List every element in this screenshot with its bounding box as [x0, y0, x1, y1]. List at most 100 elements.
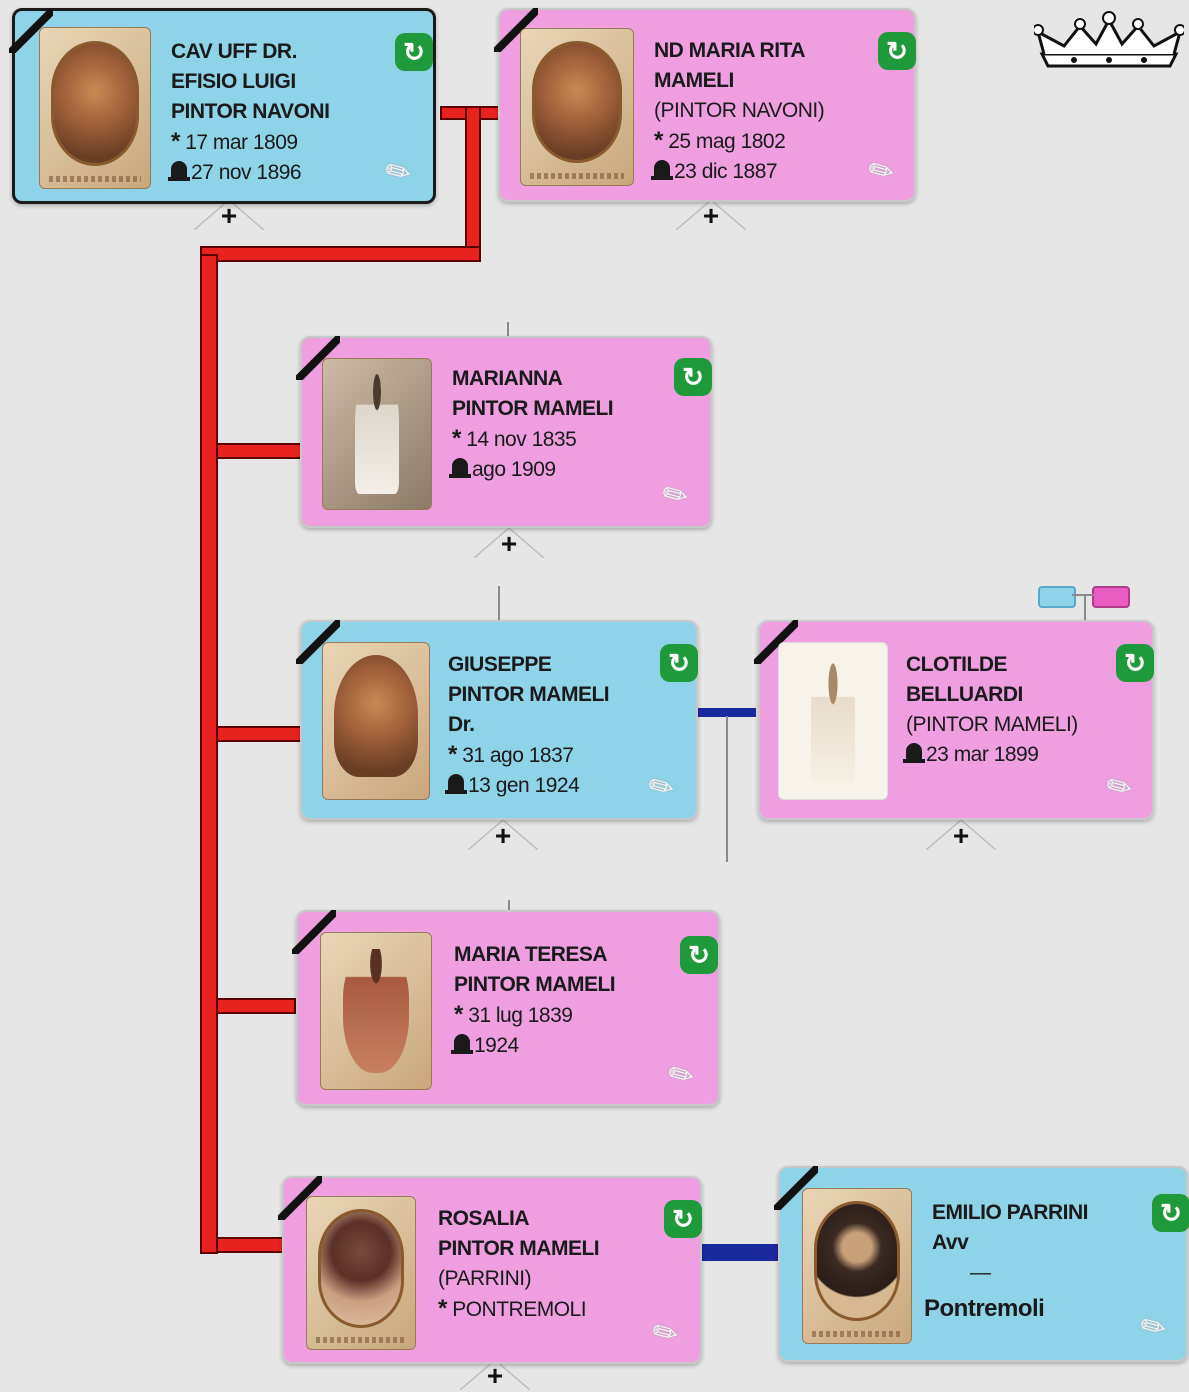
person-card-marianna[interactable]: MARIANNA PINTOR MAMELI * 14 nov 1835 ago… [300, 336, 712, 528]
person-card-maria-rita[interactable]: ND MARIA RITA MAMELI (PINTOR NAVONI) * 2… [498, 8, 916, 202]
descent-branch-rosalia [216, 1237, 284, 1253]
person-photo [778, 642, 888, 800]
pencil-icon[interactable]: ✎ [379, 151, 418, 194]
refresh-icon[interactable]: ↻ [878, 32, 916, 70]
person-title: Dr. [448, 713, 475, 736]
refresh-icon[interactable]: ↻ [674, 358, 712, 396]
descent-line-horizontal-mid [200, 246, 481, 262]
born-icon: * [452, 425, 461, 452]
tick-line [508, 900, 510, 910]
tombstone-icon [168, 161, 190, 181]
person-photo [802, 1188, 912, 1344]
person-first-name: ND MARIA RITA [654, 39, 805, 62]
legend-connector [1072, 594, 1094, 596]
pencil-icon[interactable]: ✎ [656, 474, 695, 517]
refresh-icon[interactable]: ↻ [664, 1200, 702, 1238]
refresh-icon[interactable]: ↻ [660, 644, 698, 682]
person-card-maria-teresa[interactable]: MARIA TERESA PINTOR MAMELI * 31 lug 1839… [296, 910, 720, 1106]
person-info: ND MARIA RITA MAMELI (PINTOR NAVONI) * 2… [651, 36, 825, 187]
death-date: 1924 [474, 1034, 519, 1057]
tombstone-icon [451, 1034, 473, 1054]
birth-date: 31 ago 1837 [462, 744, 574, 767]
tick-line [507, 322, 509, 336]
pencil-icon[interactable]: ✎ [862, 150, 901, 193]
legend-female-swatch [1092, 586, 1130, 608]
person-married-name: (PINTOR NAVONI) [654, 99, 825, 122]
person-photo [306, 1196, 416, 1350]
refresh-icon[interactable]: ↻ [680, 936, 718, 974]
refresh-icon[interactable]: ↻ [1116, 644, 1154, 682]
person-first-name: ROSALIA [438, 1207, 530, 1230]
expand-plus-button[interactable]: + [474, 528, 544, 560]
legend-connector [1084, 596, 1086, 620]
birth-date: 14 nov 1835 [466, 428, 577, 451]
marriage-line-rosalia-emilio [688, 1244, 788, 1261]
expand-plus-button[interactable]: + [460, 1360, 530, 1392]
person-surname: PINTOR MAMELI [438, 1237, 600, 1260]
born-icon: * [654, 127, 663, 154]
descent-line-trunk [200, 254, 218, 1254]
expand-plus-button[interactable]: + [468, 820, 538, 852]
person-title: Avv [932, 1231, 969, 1254]
tombstone-icon [445, 774, 467, 794]
person-info: CAV UFF Dr. EFISIO LUIGI PINTOR NAVONI *… [168, 37, 330, 188]
person-married-name: (PINTOR MAMELI) [906, 713, 1078, 736]
person-photo [320, 932, 432, 1090]
residence-place: Pontremoli [924, 1295, 1045, 1322]
death-date: 23 mar 1899 [926, 743, 1039, 766]
person-card-emilio[interactable]: EMILIO PARRINI Avv — Pontremoli ↻ ✎ [778, 1166, 1189, 1362]
person-info: MARIA TERESA PINTOR MAMELI * 31 lug 1839… [451, 940, 616, 1061]
person-card-giuseppe[interactable]: GIUSEPPE PINTOR MAMELI Dr. * 31 ago 1837… [300, 620, 698, 820]
death-date: 13 gen 1924 [468, 774, 580, 797]
tombstone-icon [449, 458, 471, 478]
person-full-name: EMILIO PARRINI [932, 1201, 1088, 1224]
person-surname: PINTOR MAMELI [448, 683, 610, 706]
tombstone-icon [903, 743, 925, 763]
expand-plus-button[interactable]: + [926, 820, 996, 852]
person-first-name: MARIA TERESA [454, 943, 608, 966]
expand-plus-button[interactable]: + [194, 200, 264, 232]
born-icon: * [438, 1295, 447, 1322]
expand-plus-button[interactable]: + [676, 200, 746, 232]
descent-branch-giuseppe [216, 726, 302, 742]
born-icon: * [454, 1001, 463, 1028]
refresh-icon[interactable]: ↻ [1152, 1194, 1189, 1232]
descent-branch-maria-teresa [216, 998, 296, 1014]
children-line-giuseppe-clotilde [726, 716, 728, 862]
person-photo [322, 358, 432, 510]
tick-line [498, 586, 500, 620]
person-married-name: (PARRINI) [438, 1267, 532, 1290]
person-surname: PINTOR NAVONI [171, 100, 330, 123]
person-first-name: GIUSEPPE [448, 653, 552, 676]
person-info: EMILIO PARRINI Avv — [932, 1198, 1088, 1288]
descent-branch-marianna [216, 443, 302, 459]
death-date: 27 nov 1896 [191, 161, 302, 184]
person-card-efisio[interactable]: CAV UFF Dr. EFISIO LUIGI PINTOR NAVONI *… [12, 8, 436, 204]
pencil-icon[interactable]: ✎ [646, 1312, 685, 1355]
birth-date: 25 mag 1802 [668, 130, 786, 153]
person-photo [322, 642, 430, 800]
birth-place: PONTREMOLI [452, 1298, 587, 1321]
refresh-icon[interactable]: ↻ [395, 33, 433, 71]
tombstone-icon [651, 160, 673, 180]
person-surname: PINTOR MAMELI [454, 973, 616, 996]
pencil-icon[interactable]: ✎ [1100, 766, 1139, 809]
descent-line-vertical-couple [465, 106, 481, 262]
pencil-icon[interactable]: ✎ [1134, 1306, 1173, 1349]
death-date: ago 1909 [472, 458, 556, 481]
person-surname: PINTOR MAMELI [452, 397, 614, 420]
person-title: CAV UFF Dr. [171, 40, 297, 63]
person-card-clotilde[interactable]: CLOTILDE BELLUARDI (PINTOR MAMELI) 23 ma… [758, 620, 1154, 820]
birth-date: 17 mar 1809 [185, 131, 298, 154]
person-info: GIUSEPPE PINTOR MAMELI Dr. * 31 ago 1837… [445, 650, 610, 801]
person-photo [39, 27, 151, 189]
person-surname: BELLUARDI [906, 683, 1023, 706]
legend-male-swatch [1038, 586, 1076, 608]
birth-date: 31 lug 1839 [468, 1004, 573, 1027]
date-separator: — [970, 1261, 991, 1284]
person-card-rosalia[interactable]: ROSALIA PINTOR MAMELI (PARRINI) * PONTRE… [282, 1176, 702, 1364]
person-first-name: MARIANNA [452, 367, 563, 390]
pencil-icon[interactable]: ✎ [642, 766, 681, 809]
pencil-icon[interactable]: ✎ [662, 1054, 701, 1097]
death-date: 23 dic 1887 [674, 160, 778, 183]
